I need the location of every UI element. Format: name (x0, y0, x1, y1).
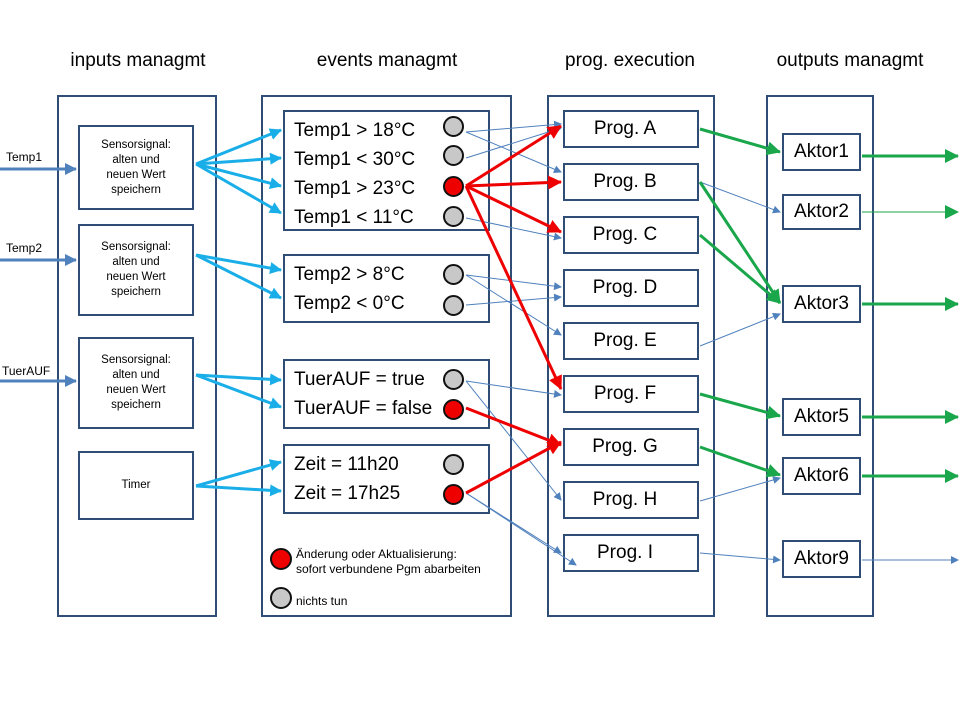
event-group-temp2: Temp2 > 8°C Temp2 < 0°C (283, 254, 490, 323)
event-tuer-false: TuerAUF = false (294, 398, 433, 419)
outputs-panel (766, 95, 874, 617)
status-dot-idle (443, 206, 464, 227)
sensor-box-line: Sensorsignal: (101, 241, 171, 253)
outputs-column-title: outputs managmt (776, 50, 924, 71)
program-b: Prog. B (563, 163, 699, 201)
sensor-box-line: speichern (111, 183, 161, 196)
aktor-label: Aktor2 (794, 201, 849, 222)
aktor-2: Aktor2 (782, 194, 861, 230)
program-label: Prog. C (592, 224, 658, 245)
program-d: Prog. D (563, 269, 699, 307)
program-i: Prog. I (563, 534, 699, 572)
aktor-label: Aktor1 (794, 141, 849, 162)
aktor-label: Aktor9 (794, 548, 849, 569)
legend-change-line: sofort verbundene Pgm abarbeiten (296, 562, 481, 576)
sensor-box-tuerauf: Sensorsignal: alten und neuen Wert speic… (78, 337, 194, 429)
output-arrows (862, 149, 959, 564)
sensor-box-line: neuen Wert (106, 271, 166, 283)
program-label: Prog. A (593, 118, 657, 139)
timer-label: Timer (121, 479, 151, 491)
sensor-box-line: speichern (111, 399, 161, 411)
event-group-tuerauf: TuerAUF = true TuerAUF = false (283, 359, 490, 429)
status-dot-active (443, 399, 464, 420)
event-group-temp1: Temp1 > 18°C Temp1 < 30°C Temp1 > 23°C T… (283, 110, 490, 231)
event-tuer-true: TuerAUF = true (294, 369, 425, 390)
input-label-temp2: Temp2 (6, 241, 43, 255)
aktor-9: Aktor9 (782, 540, 861, 578)
event-temp1-gt23: Temp1 > 23°C (294, 178, 416, 199)
program-label: Prog. D (592, 277, 658, 298)
sensor-box-line: speichern (111, 286, 161, 298)
aktor-1: Aktor1 (782, 133, 861, 171)
status-dot-idle (443, 145, 464, 166)
sensor-box-line: Sensorsignal: (101, 354, 171, 366)
sensor-box-line: Sensorsignal: (101, 138, 171, 151)
aktor-label: Aktor5 (794, 406, 849, 427)
event-temp2-gt8: Temp2 > 8°C (294, 264, 405, 285)
program-a: Prog. A (563, 110, 699, 148)
status-dot-idle (443, 369, 464, 390)
program-label: Prog. H (592, 489, 658, 510)
program-c: Prog. C (563, 216, 699, 254)
legend-none-text: nichts tun (296, 594, 348, 608)
status-dot-idle (443, 295, 464, 316)
event-temp1-gt18: Temp1 > 18°C (294, 120, 416, 141)
event-group-zeit: Zeit = 11h20 Zeit = 17h25 (283, 444, 490, 514)
event-temp2-lt0: Temp2 < 0°C (294, 293, 405, 314)
aktor-6: Aktor6 (782, 457, 861, 495)
inputs-column-title: inputs managmt (70, 50, 206, 71)
program-e: Prog. E (563, 322, 699, 360)
aktor-label: Aktor6 (794, 465, 849, 486)
event-temp1-lt30: Temp1 < 30°C (294, 149, 416, 170)
program-h: Prog. H (563, 481, 699, 519)
program-label: Prog. G (592, 436, 658, 457)
legend-dot-active (270, 548, 292, 570)
aktor-label: Aktor3 (794, 293, 849, 314)
status-dot-idle (443, 454, 464, 475)
event-zeit-1120: Zeit = 11h20 (294, 454, 399, 475)
program-label: Prog. F (593, 383, 657, 404)
sensor-box-line: neuen Wert (106, 384, 166, 396)
programs-column-title: prog. execution (565, 50, 695, 71)
aktor-3: Aktor3 (782, 285, 861, 323)
legend-change-line: Änderung oder Aktualisierung: (296, 547, 457, 561)
events-column-title: events managmt (316, 50, 458, 71)
legend-dot-idle (270, 587, 292, 609)
sensor-box-line: neuen Wert (106, 168, 166, 181)
sensor-box-line: alten und (112, 153, 160, 166)
status-dot-idle (443, 116, 464, 137)
input-label-tuerauf: TuerAUF (2, 364, 51, 378)
event-temp1-lt11: Temp1 < 11°C (294, 207, 414, 228)
input-label-temp1: Temp1 (6, 150, 43, 164)
sensor-box-temp2: Sensorsignal: alten und neuen Wert speic… (78, 224, 194, 316)
sensor-box-temp1: Sensorsignal: alten und neuen Wert speic… (78, 125, 194, 210)
legend-change-text: Änderung oder Aktualisierung: sofort ver… (296, 547, 481, 577)
program-g: Prog. G (563, 428, 699, 466)
event-zeit-1725: Zeit = 17h25 (294, 483, 401, 504)
program-label: Prog. I (597, 542, 653, 563)
timer-box: Timer (78, 451, 194, 520)
status-dot-idle (443, 264, 464, 285)
aktor-5: Aktor5 (782, 398, 861, 436)
program-f: Prog. F (563, 375, 699, 413)
sensor-box-line: alten und (112, 369, 160, 381)
program-label: Prog. E (593, 330, 657, 351)
sensor-box-line: alten und (112, 256, 160, 268)
status-dot-active (443, 484, 464, 505)
program-label: Prog. B (593, 171, 657, 192)
status-dot-active (443, 176, 464, 197)
